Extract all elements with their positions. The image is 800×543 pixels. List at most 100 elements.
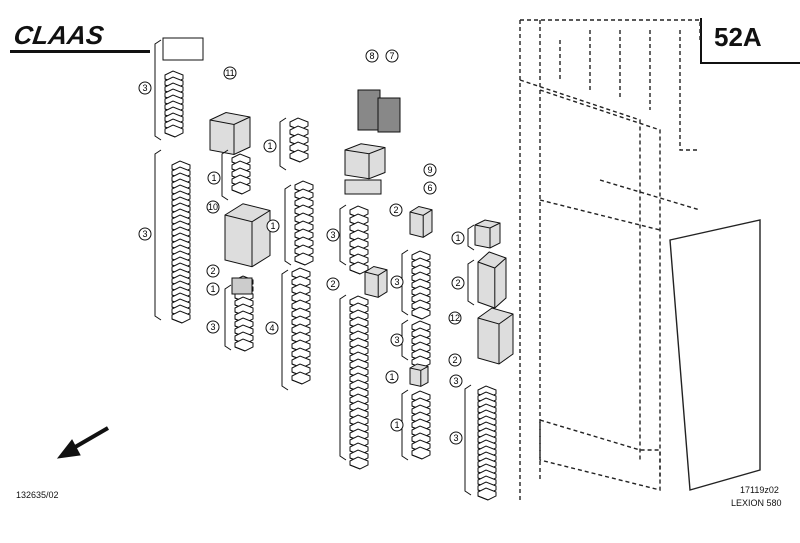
page-number-box	[700, 18, 800, 64]
fuse-stack	[411, 320, 431, 369]
parts-group	[154, 37, 514, 501]
fuse-label-card	[377, 97, 401, 133]
callout-number: 2	[210, 266, 215, 276]
relay	[224, 203, 271, 268]
callout-6: 1	[207, 171, 221, 185]
reference-code: 17119z02	[740, 485, 779, 495]
bracket	[339, 294, 347, 461]
relay	[209, 111, 251, 156]
callout-number: 7	[389, 51, 394, 61]
callout-15: 1	[451, 231, 465, 245]
fuse-stack	[291, 267, 311, 385]
callout-number: 2	[455, 278, 460, 288]
fuse-stack	[289, 117, 309, 163]
relay	[409, 205, 433, 238]
bracket	[224, 284, 232, 351]
callout-number: 1	[389, 372, 394, 382]
callout-17: 3	[326, 228, 340, 242]
callout-number: 12	[450, 313, 460, 323]
callout-20: 3	[390, 275, 404, 289]
callout-number: 3	[142, 229, 147, 239]
callout-number: 3	[453, 376, 458, 386]
relay-small	[231, 277, 253, 295]
fuse-stack	[349, 205, 369, 275]
fuse-stack	[171, 160, 191, 324]
callout-number: 2	[393, 205, 398, 215]
bracket	[281, 269, 289, 391]
callout-number: 1	[267, 141, 272, 151]
callout-number: 11	[225, 68, 234, 78]
fuse-stack	[294, 180, 314, 266]
callout-number: 2	[452, 355, 457, 365]
cab-frame-icon	[519, 19, 761, 500]
callout-8: 9	[423, 163, 437, 177]
callout-27: 1	[390, 418, 404, 432]
bracket	[154, 39, 162, 141]
relay	[344, 143, 386, 180]
callout-number: 1	[455, 233, 460, 243]
relay	[474, 219, 501, 249]
callout-28: 3	[449, 431, 463, 445]
callout-16: 1	[206, 282, 220, 296]
fuse-stack	[164, 70, 184, 138]
callout-number: 3	[330, 230, 335, 240]
fuse-header-block	[162, 37, 204, 61]
callout-number: 1	[394, 420, 399, 430]
fuse-stack	[349, 295, 369, 470]
callout-3: 8	[365, 49, 379, 63]
bracket	[339, 204, 347, 266]
callout-1: 3	[138, 81, 152, 95]
bracket	[221, 149, 229, 201]
callout-number: 3	[210, 322, 215, 332]
callout-23: 3	[390, 333, 404, 347]
callout-25: 2	[448, 353, 462, 367]
callout-5: 1	[263, 139, 277, 153]
relay	[364, 265, 388, 298]
bracket	[467, 224, 475, 251]
callout-22: 12	[448, 311, 462, 325]
callout-2: 11	[223, 66, 237, 80]
fuse-stack	[411, 390, 431, 460]
callout-number: 1	[210, 284, 215, 294]
drawing-number: 132635/02	[16, 490, 59, 500]
callout-number: 8	[369, 51, 374, 61]
callout-18: 4	[265, 321, 279, 335]
page-number: 52A	[714, 22, 762, 52]
fuse-stack	[231, 153, 251, 195]
bracket	[284, 184, 292, 266]
callout-number: 6	[427, 183, 432, 193]
callout-7: 3	[138, 227, 152, 241]
callout-number: 9	[427, 165, 432, 175]
model-name: LEXION 580	[731, 498, 782, 508]
bracket	[279, 117, 287, 171]
fuse-label-card	[357, 89, 381, 131]
callout-13: 3	[206, 320, 220, 334]
callout-number: 1	[270, 221, 275, 231]
callout-number: 3	[394, 277, 399, 287]
relay	[477, 307, 514, 365]
callout-number: 4	[269, 323, 274, 333]
callout-12: 2	[206, 264, 220, 278]
arrow-down-left-icon	[56, 426, 110, 459]
callout-number: 1	[211, 173, 216, 183]
callout-number: 3	[394, 335, 399, 345]
callout-11: 1	[266, 219, 280, 233]
callout-number: 10	[208, 202, 218, 212]
callout-24: 1	[385, 370, 399, 384]
relay	[409, 363, 429, 387]
callout-4: 7	[385, 49, 399, 63]
callout-number: 3	[142, 83, 147, 93]
bracket	[464, 384, 472, 496]
callout-10: 10	[206, 200, 220, 214]
callout-number: 3	[453, 433, 458, 443]
callout-21: 2	[451, 276, 465, 290]
logo-underline	[10, 50, 150, 53]
relay	[477, 251, 507, 309]
callout-9: 6	[423, 181, 437, 195]
bracket	[154, 149, 162, 321]
callout-26: 3	[449, 374, 463, 388]
bracket	[467, 259, 475, 306]
callout-number: 2	[330, 279, 335, 289]
